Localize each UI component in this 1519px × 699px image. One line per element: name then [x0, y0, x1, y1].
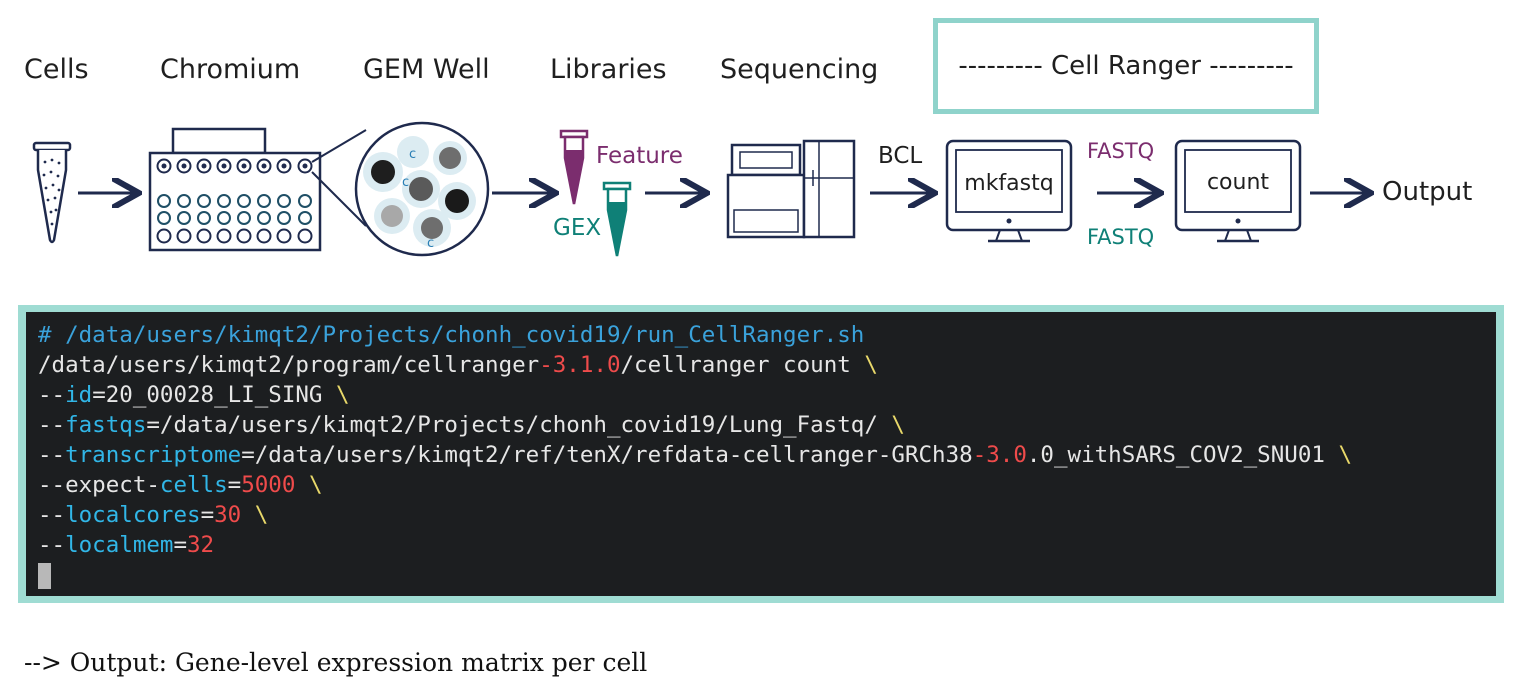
terminal-line-comment: # /data/users/kimqt2/Projects/chonh_covi… — [38, 322, 865, 348]
terminal-line-2: --id=20_00028_LI_SING \ — [38, 382, 350, 408]
bead-label-3: c — [427, 236, 434, 251]
stage-label-cells: Cells — [24, 54, 89, 85]
feature-tube-icon — [559, 129, 589, 205]
mkfastq-label: mkfastq — [964, 171, 1053, 196]
stage-label-sequencing: Sequencing — [720, 54, 879, 85]
count-monitor-icon — [1174, 139, 1302, 243]
bcl-label: BCL — [878, 143, 922, 169]
terminal-line-7: --localmem=32 — [38, 532, 215, 558]
feature-label: Feature — [596, 143, 683, 169]
terminal-line-5: --expect-cells=5000 \ — [38, 472, 323, 498]
gex-label: GEX — [553, 215, 601, 241]
output-label: Output — [1382, 177, 1472, 207]
cell-ranger-label: --------- Cell Ranger --------- — [958, 51, 1294, 81]
output-note: --> Output: Gene-level expression matrix… — [24, 648, 648, 677]
terminal-cursor — [38, 562, 51, 589]
terminal-cursor-line — [38, 560, 1496, 590]
gem-well-icon: c c c — [354, 121, 490, 257]
terminal-line-4: --transcriptome=/data/users/kimqt2/ref/t… — [38, 442, 1352, 468]
terminal[interactable]: # /data/users/kimqt2/Projects/chonh_covi… — [26, 312, 1496, 596]
count-label: count — [1207, 170, 1269, 195]
mkfastq-monitor-icon — [945, 139, 1073, 243]
terminal-line-6: --localcores=30 \ — [38, 502, 269, 528]
cell-ranger-box: --------- Cell Ranger --------- — [933, 18, 1319, 114]
terminal-line-1: /data/users/kimqt2/program/cellranger-3.… — [38, 352, 878, 378]
workflow-diagram: c c c Feature GEX BCL mkfastq FASTQ — [32, 121, 1472, 257]
fastq-feature-label: FASTQ — [1087, 139, 1154, 163]
stage-label-gem-well: GEM Well — [363, 54, 490, 85]
gex-tube-icon — [602, 181, 632, 257]
sequencer-icon — [726, 139, 856, 239]
chromium-chip-icon — [148, 127, 367, 252]
stage-label-libraries: Libraries — [550, 54, 667, 85]
stage-label-chromium: Chromium — [160, 54, 301, 85]
terminal-frame: # /data/users/kimqt2/Projects/chonh_covi… — [18, 305, 1504, 603]
fastq-gex-label: FASTQ — [1087, 225, 1154, 249]
cells-tube-icon — [32, 141, 72, 244]
bead-label-2: c — [402, 175, 409, 190]
terminal-line-3: --fastqs=/data/users/kimqt2/Projects/cho… — [38, 412, 905, 438]
bead-label-1: c — [409, 147, 416, 162]
